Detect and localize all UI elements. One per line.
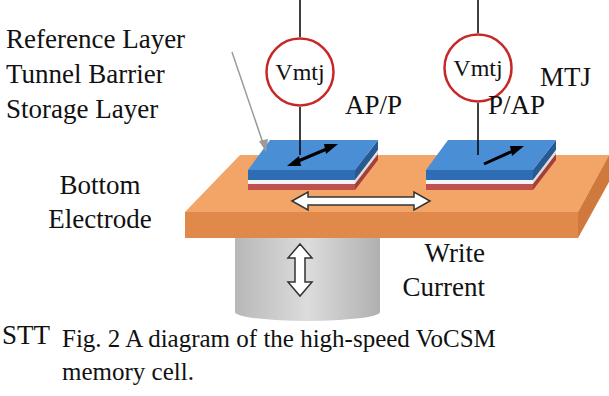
mtj-stack [426, 140, 556, 190]
voltmeter-circle: Vmtj [265, 37, 335, 107]
signal-label: Write Current [385, 236, 485, 304]
via-cylinder [235, 230, 380, 321]
leader-line [232, 52, 268, 152]
magnetization-arrow [287, 144, 338, 166]
magnetization-arrow [484, 146, 524, 164]
figure-caption: Fig. 2 A diagram of the high-speed VoCSM… [62, 322, 542, 388]
state-label: P/AP [488, 88, 545, 122]
part-label: Bottom Electrode [15, 168, 185, 236]
write-current-vertical-arrow [288, 244, 312, 296]
meter-label: Vmtj [453, 55, 502, 81]
layer-label: Tunnel Barrier [6, 57, 165, 91]
write-current-horizontal-arrow [292, 192, 430, 210]
layer-label: Storage Layer [6, 92, 158, 126]
part-label: MTJ [540, 60, 591, 94]
note-label: STT [2, 318, 50, 352]
mtj-stack [248, 140, 378, 190]
layer-label: Reference Layer [6, 22, 185, 56]
meter-label: Vmtj [275, 59, 324, 85]
state-label: AP/P [345, 88, 402, 122]
